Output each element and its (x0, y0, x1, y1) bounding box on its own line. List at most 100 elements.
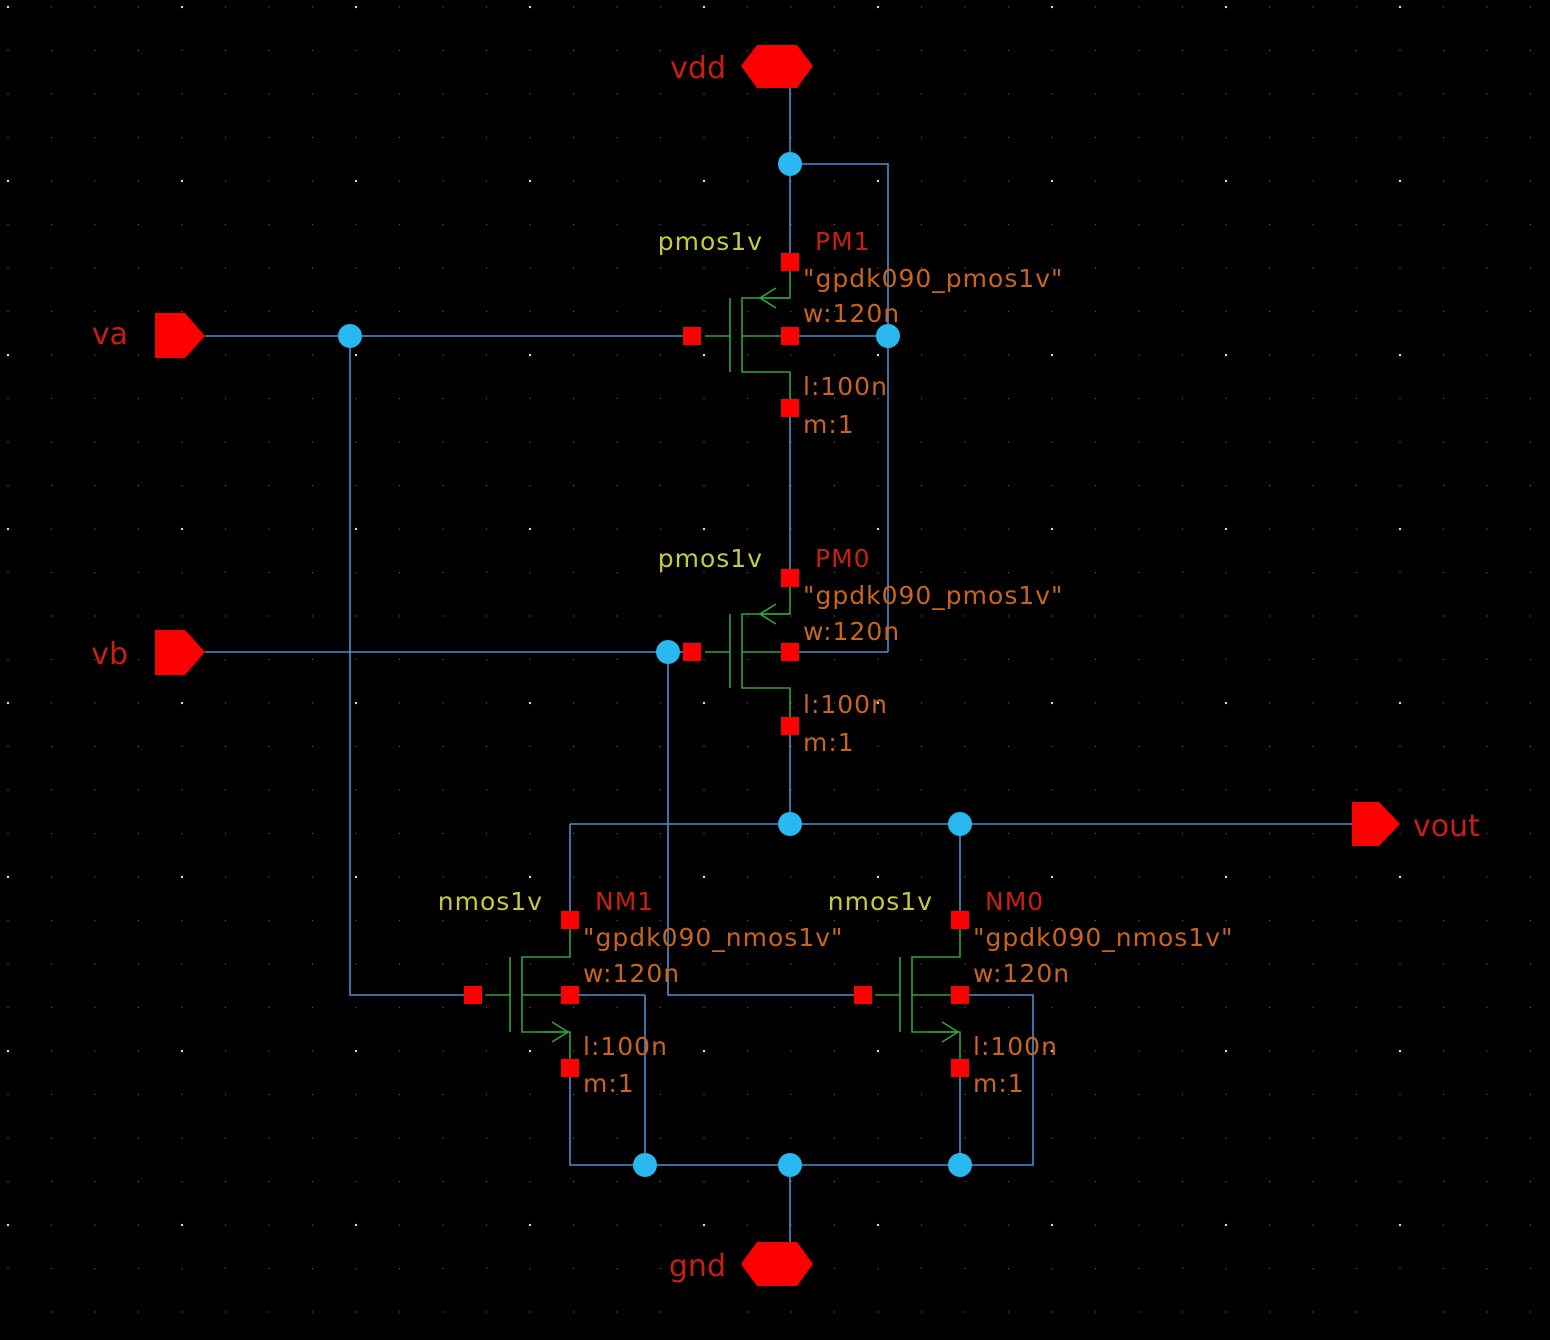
grid-dot (398, 310, 401, 313)
grid-dot (1529, 354, 1532, 356)
grid-dot (877, 93, 879, 95)
grid-dot (1442, 1137, 1445, 1139)
pin-square[interactable] (854, 986, 872, 1004)
grid-dot (1312, 93, 1314, 95)
grid-dot (94, 180, 96, 182)
grid-dot (1051, 223, 1053, 226)
grid-dot (572, 1224, 575, 1226)
grid-dot (268, 702, 270, 704)
pin-square[interactable] (464, 986, 482, 1004)
grid-dot (181, 832, 183, 835)
junction-dot[interactable] (948, 812, 972, 836)
vdd-terminal-hex[interactable] (741, 45, 813, 88)
pin-square[interactable] (683, 327, 701, 345)
grid-dot (1355, 397, 1358, 400)
grid-dot (528, 1049, 532, 1053)
grid-dot (746, 397, 749, 400)
pin-square[interactable] (781, 717, 799, 735)
grid-dot (1312, 963, 1314, 965)
grid-dot (94, 223, 96, 226)
pin-square[interactable] (683, 643, 701, 661)
grid-dot (1050, 353, 1054, 357)
grid-dot (529, 49, 531, 52)
grid-dot (1312, 6, 1314, 8)
vout-output-pin[interactable] (1352, 802, 1400, 846)
grid-dot (1224, 1223, 1228, 1227)
pin-square[interactable] (781, 327, 799, 345)
junction-dot[interactable] (338, 324, 362, 348)
grid-dot (876, 179, 880, 183)
grid-dot (920, 615, 923, 617)
junction-dot[interactable] (948, 1153, 972, 1177)
grid-dot (1486, 528, 1488, 530)
pin-square[interactable] (781, 399, 799, 417)
grid-dot (7, 1311, 9, 1313)
pin-square[interactable] (951, 986, 969, 1004)
grid-dot (485, 310, 488, 313)
nmos-symbol-nm0[interactable] (875, 920, 961, 1068)
grid-dot (833, 1050, 836, 1052)
grid-dot (529, 1267, 531, 1270)
grid-dot (1312, 1050, 1314, 1052)
grid-dot (1007, 6, 1010, 8)
pin-square[interactable] (781, 569, 799, 587)
pin-square[interactable] (781, 643, 799, 661)
nm0-multiplier: m:1 (973, 1069, 1025, 1098)
grid-dot (268, 354, 270, 356)
pin-square[interactable] (561, 911, 579, 929)
pin-square[interactable] (951, 911, 969, 929)
junction-dot[interactable] (876, 324, 900, 348)
nmos-symbol-nm1[interactable] (485, 920, 571, 1068)
grid-dot (1529, 1137, 1532, 1139)
grid-dot (1399, 1311, 1401, 1313)
grid-dot (1355, 1311, 1358, 1313)
junction-dot[interactable] (778, 812, 802, 836)
grid-dot (398, 789, 401, 791)
junction-dot[interactable] (778, 152, 802, 176)
junction-dot[interactable] (656, 640, 680, 664)
grid-dot (1268, 528, 1271, 530)
grid-dot (833, 484, 836, 487)
grid-dot (6, 353, 10, 357)
grid-dot (572, 354, 575, 356)
pmos-symbol-pm0[interactable] (705, 578, 791, 726)
grid-dot (1268, 1224, 1271, 1226)
junction-dot[interactable] (778, 1153, 802, 1177)
grid-dot (659, 267, 662, 269)
grid-dot (876, 1049, 880, 1053)
grid-dot (180, 5, 184, 9)
grid-dot (50, 223, 53, 226)
grid-dot (1312, 223, 1314, 226)
grid-dot (1355, 6, 1358, 8)
grid-dot (877, 1137, 879, 1139)
pin-square[interactable] (781, 253, 799, 271)
pin-square[interactable] (951, 1059, 969, 1077)
grid-dot (572, 832, 575, 835)
grid-dot (1442, 1267, 1445, 1270)
pin-square[interactable] (561, 1059, 579, 1077)
pin-square[interactable] (561, 986, 579, 1004)
grid-dot (572, 6, 575, 8)
grid-dot (1529, 615, 1532, 617)
grid-dot (659, 397, 662, 400)
grid-dot (1268, 1137, 1271, 1139)
junction-dot[interactable] (633, 1153, 657, 1177)
vb-input-pin[interactable] (155, 630, 205, 675)
grid-dot (181, 1311, 183, 1313)
grid-dot (1094, 180, 1097, 182)
wire-gnd[interactable] (569, 994, 1034, 1242)
grid-dot (1312, 832, 1314, 835)
grid-dot (659, 441, 662, 443)
grid-dot (7, 1137, 9, 1139)
wire-vb[interactable] (205, 651, 863, 996)
va-input-pin[interactable] (155, 313, 205, 358)
wire-va[interactable] (205, 335, 692, 996)
grid-dot (616, 267, 618, 269)
grid-dot (572, 136, 575, 139)
grid-dot (529, 441, 531, 443)
grid-dot (616, 354, 618, 356)
grid-dot (877, 789, 879, 791)
grid-dot (1051, 93, 1053, 95)
gnd-terminal-hex[interactable] (741, 1242, 813, 1286)
